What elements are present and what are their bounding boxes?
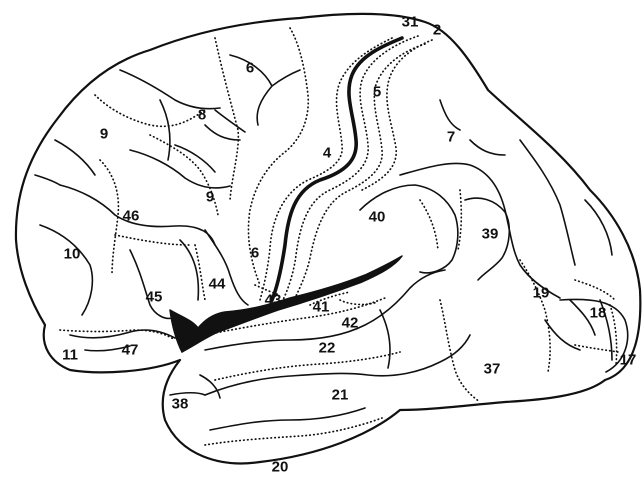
area-22-boundary <box>204 297 386 336</box>
lateral-fissure <box>181 255 403 353</box>
label-area-38: 38 <box>172 396 189 413</box>
parietal-sulcus-a <box>519 139 576 266</box>
label-area-31: 31 <box>402 14 419 31</box>
hemisphere-outline <box>14 12 642 465</box>
label-area-47: 47 <box>122 342 139 359</box>
label-area-8: 8 <box>198 107 206 124</box>
pars-opercularis-sulcus <box>204 229 249 306</box>
label-area-42: 42 <box>342 315 359 332</box>
label-area-21: 21 <box>332 387 349 404</box>
middle-frontal-sulcus <box>59 184 216 246</box>
area-45-boundary <box>114 234 191 246</box>
supramarginal-outline <box>359 184 459 274</box>
frontal-sulcus-d <box>34 139 96 186</box>
label-area-4: 4 <box>323 145 332 162</box>
intraparietal-sulcus <box>399 162 561 299</box>
boundary-upper-frontal <box>94 94 206 128</box>
area-19-boundary <box>519 259 551 373</box>
inferior-temporal-sulcus <box>204 334 471 396</box>
precentral-boundary <box>281 35 419 303</box>
area-4-front-boundary <box>259 37 393 301</box>
label-area-37: 37 <box>484 361 501 378</box>
label-area-39: 39 <box>482 226 499 243</box>
area-8-boundary <box>214 37 240 201</box>
label-area-9-frontal: 9 <box>100 126 108 143</box>
area-9-mid-boundary <box>149 134 219 216</box>
label-area-22: 22 <box>319 340 336 357</box>
label-area-6-top: 6 <box>246 60 254 77</box>
label-area-11: 11 <box>62 347 78 364</box>
label-area-17: 17 <box>620 352 637 369</box>
frontal-sulcus-a <box>229 54 301 126</box>
area-41-42-boundary <box>309 291 379 306</box>
label-area-9-mid: 9 <box>206 189 214 206</box>
label-area-44: 44 <box>209 276 226 293</box>
label-area-40: 40 <box>369 209 386 226</box>
occipital-sulci <box>544 199 613 361</box>
label-area-20: 20 <box>272 459 289 476</box>
superior-frontal-sulcus <box>119 69 221 161</box>
inferior-frontal-sulcus <box>39 224 94 316</box>
area-39-boundary <box>457 189 463 251</box>
area-43-boundary <box>254 284 281 296</box>
label-area-5: 5 <box>373 84 381 101</box>
postcentral-boundary-outer <box>361 39 433 191</box>
area-6-boundary <box>247 27 310 286</box>
temporal-sulcus-lower <box>209 407 366 431</box>
area-40-boundary <box>419 199 439 251</box>
label-area-45: 45 <box>146 289 163 306</box>
label-area-46: 46 <box>123 208 140 225</box>
label-area-19: 19 <box>533 285 550 302</box>
label-area-43: 43 <box>265 292 282 309</box>
label-area-41: 41 <box>313 299 330 316</box>
area-46-boundary <box>99 159 120 276</box>
area-18-boundary <box>574 279 619 353</box>
label-area-7: 7 <box>447 129 455 146</box>
frontal-sulcus-c <box>129 144 231 189</box>
occipital-pole-outline <box>559 298 629 373</box>
area-47-boundary <box>59 329 176 341</box>
central-sulcus <box>270 36 404 302</box>
frontal-sulcus-b <box>204 109 246 141</box>
superior-temporal-branch <box>379 309 391 369</box>
area-21-boundary <box>214 351 401 381</box>
label-area-10: 10 <box>64 246 81 263</box>
temporal-pole-sulcus <box>169 374 221 399</box>
lateral-fissure-stem <box>169 309 200 353</box>
label-area-18: 18 <box>590 305 607 322</box>
label-area-6-low: 6 <box>251 245 259 262</box>
area-37-boundary <box>439 299 481 403</box>
superior-temporal-sulcus <box>204 269 446 351</box>
label-area-2: 2 <box>433 22 441 39</box>
postcentral-sulcus <box>439 99 506 156</box>
orbital-sulcus <box>69 329 176 352</box>
area-20-boundary <box>204 417 383 446</box>
area-17-boundary <box>609 304 618 366</box>
area-44-boundary <box>194 244 206 301</box>
angular-gyrus-outline <box>464 197 511 281</box>
